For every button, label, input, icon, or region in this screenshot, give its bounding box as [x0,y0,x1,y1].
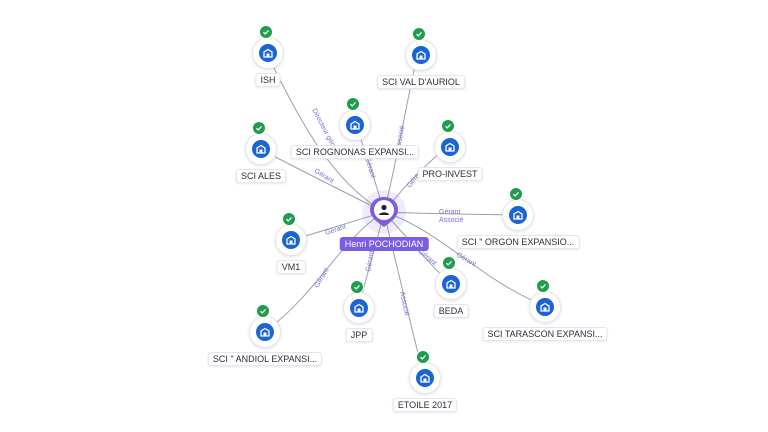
building-icon [256,323,274,341]
verified-check-icon [256,304,270,318]
node-label: SCI " ORGON EXPANSIO... [456,235,580,249]
verified-check-icon [509,187,523,201]
center-label: Henri POCHODIAN [339,237,429,251]
node-label: ISH [255,73,281,87]
building-icon [442,275,460,293]
node-label: ETOILE 2017 [392,398,458,412]
edge-label-jpp: Gérant [365,250,376,272]
node-label: SCI TARASCON EXPANSI... [482,327,608,341]
building-icon [282,231,300,249]
node-label: SCI ALES [235,169,287,183]
node-circle [249,304,281,348]
node-label: VM1 [276,260,306,274]
node-circle [245,121,277,165]
building-icon [416,369,434,387]
building-icon [536,298,554,316]
edge-label-etoile: Associé [398,291,410,317]
verified-check-icon [259,25,273,39]
building-icon [441,138,459,156]
node-circle [405,27,437,71]
node-label: SCI ROGNONAS EXPANSI... [290,145,420,159]
edge-andiol [265,211,385,332]
building-icon [350,299,368,317]
edge-label-orgon-2: Associé [439,217,464,224]
edge-label-andiol: Gérant [314,267,331,289]
edge-label-ales: Gérant [313,168,335,185]
edge-valdauriol [383,51,419,213]
node-circle [434,119,466,163]
verified-check-icon [441,119,455,133]
edge-label-tarascon: Gérant [455,252,477,269]
verified-check-icon [350,280,364,294]
edge-tarascon [383,211,546,307]
node-label: BEDA [433,304,469,318]
node-circle [435,256,467,300]
node-circle [529,279,561,323]
edge-label-vm1: Gérant [324,224,347,237]
node-label: PRO-INVEST [417,167,483,181]
node-circle [502,187,534,231]
node-circle [409,350,441,394]
node-circle [339,97,371,141]
building-icon [509,206,527,224]
verified-check-icon [282,212,296,226]
node-label: JPP [345,328,373,342]
building-icon [252,140,270,158]
building-icon [412,46,430,64]
building-icon [346,116,364,134]
node-circle [252,25,284,69]
verified-check-icon [252,121,266,135]
node-label: SCI VAL D'AURIOL [377,75,465,89]
verified-check-icon [416,350,430,364]
node-circle [275,212,307,256]
node-label: SCI " ANDIOL EXPANSI... [207,352,323,366]
node-circle [343,280,375,324]
verified-check-icon [442,256,456,270]
edge-label-valdauriol: Associé [395,125,406,150]
building-icon [259,44,277,62]
edge-label-orgon-1: Gérant [439,209,460,216]
verified-check-icon [412,27,426,41]
person-pin-icon [370,197,398,227]
verified-check-icon [536,279,550,293]
edge-label-beda: Gérant [417,248,438,267]
verified-check-icon [346,97,360,111]
edge-label-rognonas: Gérant [363,156,376,179]
